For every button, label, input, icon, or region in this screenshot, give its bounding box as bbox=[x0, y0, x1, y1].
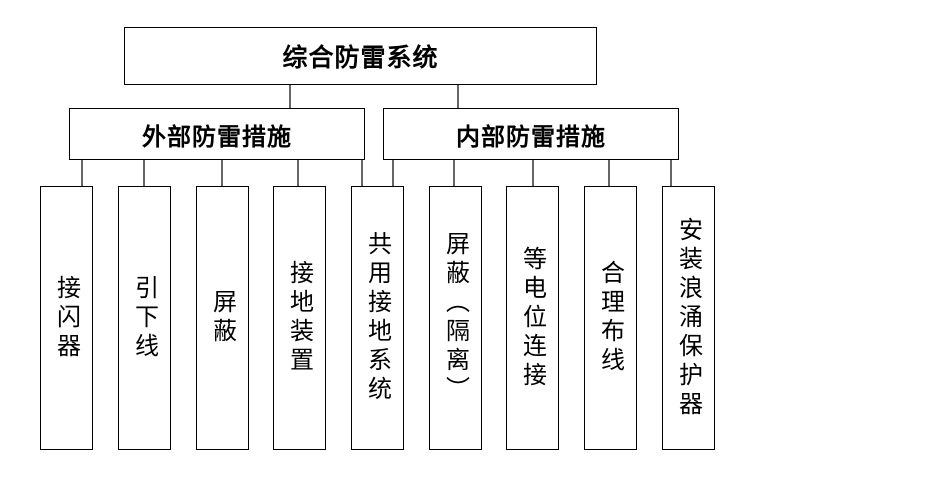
leaf-box-air-terminal: 接闪器 bbox=[40, 186, 93, 450]
leaf-label-surge-protector: 安装浪涌保护器 bbox=[674, 216, 703, 420]
leaf-box-shared-grounding: 共用接地系统 bbox=[351, 186, 404, 450]
leaf-box-wiring: 合理布线 bbox=[584, 186, 637, 450]
leaf-label-down-conductor: 引下线 bbox=[130, 274, 159, 362]
internal-measures-box: 内部防雷措施 bbox=[383, 108, 679, 160]
leaf-box-shielding: 屏蔽 bbox=[196, 186, 249, 450]
leaf-label-shielding-isolation: 屏蔽（隔离） bbox=[441, 231, 470, 405]
leaf-box-equipotential: 等电位连接 bbox=[506, 186, 559, 450]
external-measures-box: 外部防雷措施 bbox=[69, 108, 365, 160]
leaf-box-down-conductor: 引下线 bbox=[118, 186, 171, 450]
leaf-label-shared-grounding: 共用接地系统 bbox=[363, 231, 392, 405]
internal-measures-label: 内部防雷措施 bbox=[456, 121, 606, 151]
leaf-label-air-terminal: 接闪器 bbox=[52, 274, 81, 362]
leaf-label-shielding: 屏蔽 bbox=[208, 289, 237, 347]
leaf-box-grounding-device: 接地装置 bbox=[273, 186, 326, 450]
leaf-box-shielding-isolation: 屏蔽（隔离） bbox=[429, 186, 482, 450]
external-measures-label: 外部防雷措施 bbox=[142, 121, 292, 151]
leaf-label-grounding-device: 接地装置 bbox=[285, 260, 314, 376]
leaf-box-surge-protector: 安装浪涌保护器 bbox=[662, 186, 715, 450]
root-label: 综合防雷系统 bbox=[282, 43, 439, 72]
root-box: 综合防雷系统 bbox=[124, 27, 597, 85]
leaf-label-wiring: 合理布线 bbox=[596, 260, 625, 376]
leaf-label-equipotential: 等电位连接 bbox=[518, 245, 547, 391]
